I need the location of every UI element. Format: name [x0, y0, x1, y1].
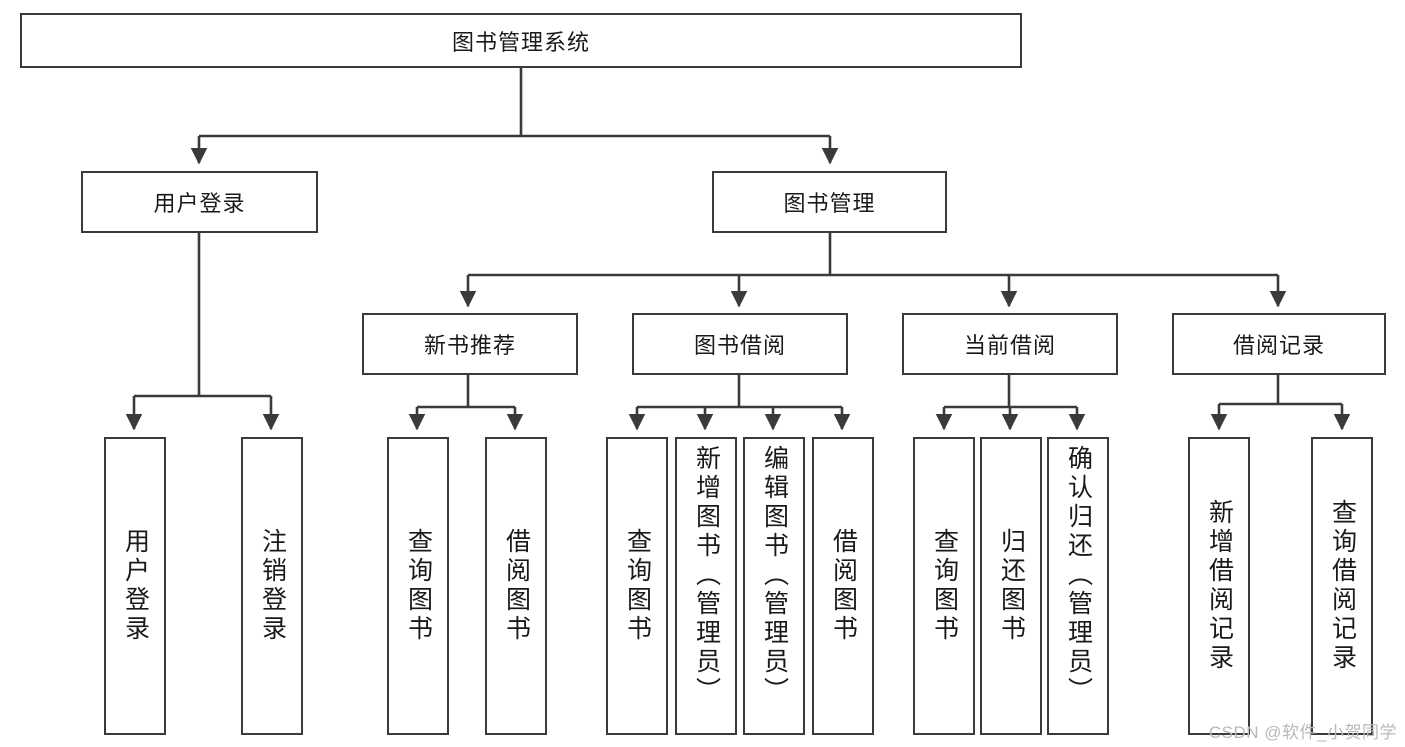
- node-label: 当前借阅: [963, 333, 1056, 358]
- node-label: 归还图书: [997, 528, 1026, 644]
- node-label: 图书管理系统: [451, 29, 590, 55]
- node-label: 借阅记录: [1232, 333, 1325, 358]
- node-label: 新增借阅记录: [1205, 499, 1234, 673]
- node-borrow-record[interactable]: 借阅记录: [1172, 313, 1386, 375]
- leaf-borrow-record-query-record[interactable]: 查询借阅记录: [1311, 437, 1373, 735]
- leaf-new-book-borrow-book[interactable]: 借阅图书: [485, 437, 547, 735]
- node-label: 借阅图书: [829, 528, 858, 644]
- node-label: 用户登录: [121, 528, 150, 644]
- leaf-current-borrow-query-book[interactable]: 查询图书: [913, 437, 975, 735]
- csdn-watermark: CSDN @软件_小贺同学: [1208, 723, 1397, 742]
- leaf-book-borrow-add-book-admin[interactable]: 新增图书（管理员）: [675, 437, 737, 735]
- node-label: 注销登录: [258, 528, 287, 644]
- node-label: 用户登录: [153, 191, 246, 216]
- node-user-login[interactable]: 用户登录: [81, 171, 318, 233]
- leaf-borrow-record-add-record[interactable]: 新增借阅记录: [1188, 437, 1250, 735]
- node-label: 借阅图书: [502, 528, 531, 644]
- leaf-current-borrow-return-book[interactable]: 归还图书: [980, 437, 1042, 735]
- node-book-borrow[interactable]: 图书借阅: [632, 313, 848, 375]
- leaf-user-login-login[interactable]: 用户登录: [104, 437, 166, 735]
- node-book-management[interactable]: 图书管理: [712, 171, 947, 233]
- node-current-borrow[interactable]: 当前借阅: [902, 313, 1118, 375]
- leaf-new-book-query-book[interactable]: 查询图书: [387, 437, 449, 735]
- leaf-current-borrow-confirm-return-admin[interactable]: 确认归还（管理员）: [1047, 437, 1109, 735]
- leaf-book-borrow-query-book[interactable]: 查询图书: [606, 437, 668, 735]
- leaf-user-login-logout[interactable]: 注销登录: [241, 437, 303, 735]
- node-new-book-recommend[interactable]: 新书推荐: [362, 313, 578, 375]
- node-label: 新书推荐: [423, 333, 516, 358]
- node-label: 查询图书: [930, 528, 959, 644]
- node-label: 编辑图书（管理员）: [760, 445, 789, 706]
- node-label: 查询借阅记录: [1328, 499, 1357, 673]
- leaf-book-borrow-edit-book-admin[interactable]: 编辑图书（管理员）: [743, 437, 805, 735]
- node-label: 新增图书（管理员）: [692, 445, 721, 706]
- node-label: 确认归还（管理员）: [1064, 445, 1093, 706]
- node-label: 图书借阅: [693, 333, 786, 358]
- node-label: 查询图书: [404, 528, 433, 644]
- node-root-book-management-system[interactable]: 图书管理系统: [20, 13, 1022, 68]
- node-label: 图书管理: [783, 191, 876, 216]
- node-label: 查询图书: [623, 528, 652, 644]
- leaf-book-borrow-borrow-book[interactable]: 借阅图书: [812, 437, 874, 735]
